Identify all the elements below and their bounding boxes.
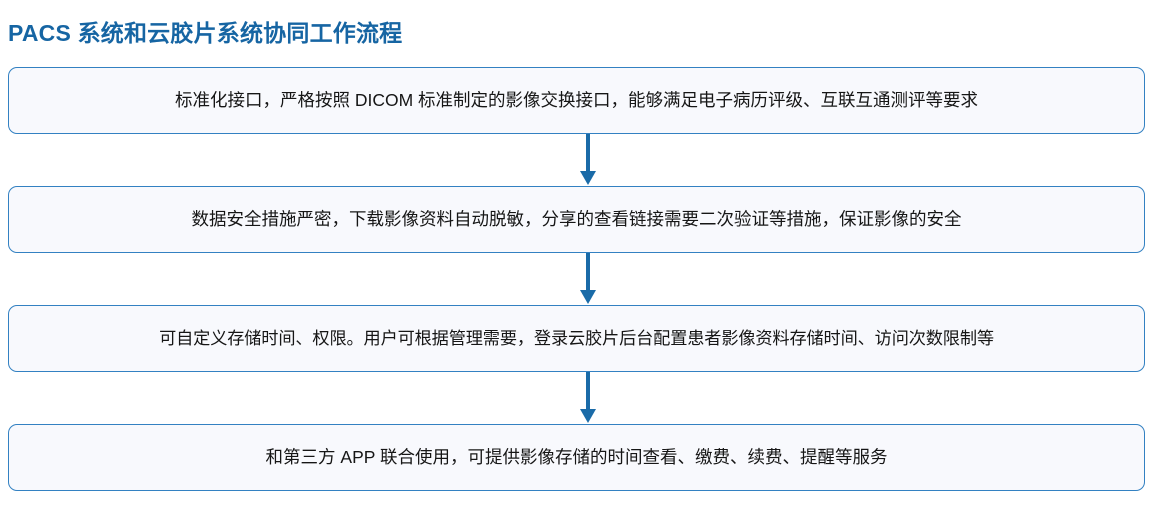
flow-step-4-label: 和第三方 APP 联合使用，可提供影像存储的时间查看、缴费、续费、提醒等服务	[265, 446, 888, 467]
flow-step-4: 和第三方 APP 联合使用，可提供影像存储的时间查看、缴费、续费、提醒等服务	[8, 424, 1145, 491]
flow-connector-2	[8, 253, 1145, 305]
flow-connector-3	[8, 372, 1145, 424]
flow-connector-1	[8, 134, 1145, 186]
flow-step-3-label: 可自定义存储时间、权限。用户可根据管理需要，登录云胶片后台配置患者影像资料存储时…	[159, 327, 994, 348]
flow-step-1-label: 标准化接口，严格按照 DICOM 标准制定的影像交换接口，能够满足电子病历评级、…	[174, 89, 979, 110]
arrow-down-icon	[580, 253, 596, 304]
page-title: PACS 系统和云胶片系统协同工作流程	[8, 20, 403, 46]
flow-step-2-label: 数据安全措施严密，下载影像资料自动脱敏，分享的查看链接需要二次验证等措施，保证影…	[191, 208, 962, 229]
arrow-down-icon	[580, 134, 596, 185]
flow-step-1: 标准化接口，严格按照 DICOM 标准制定的影像交换接口，能够满足电子病历评级、…	[8, 67, 1145, 134]
flow-step-2: 数据安全措施严密，下载影像资料自动脱敏，分享的查看链接需要二次验证等措施，保证影…	[8, 186, 1145, 253]
arrow-down-icon	[580, 372, 596, 423]
flow-step-3: 可自定义存储时间、权限。用户可根据管理需要，登录云胶片后台配置患者影像资料存储时…	[8, 305, 1145, 372]
workflow-flowchart: 标准化接口，严格按照 DICOM 标准制定的影像交换接口，能够满足电子病历评级、…	[8, 67, 1145, 491]
